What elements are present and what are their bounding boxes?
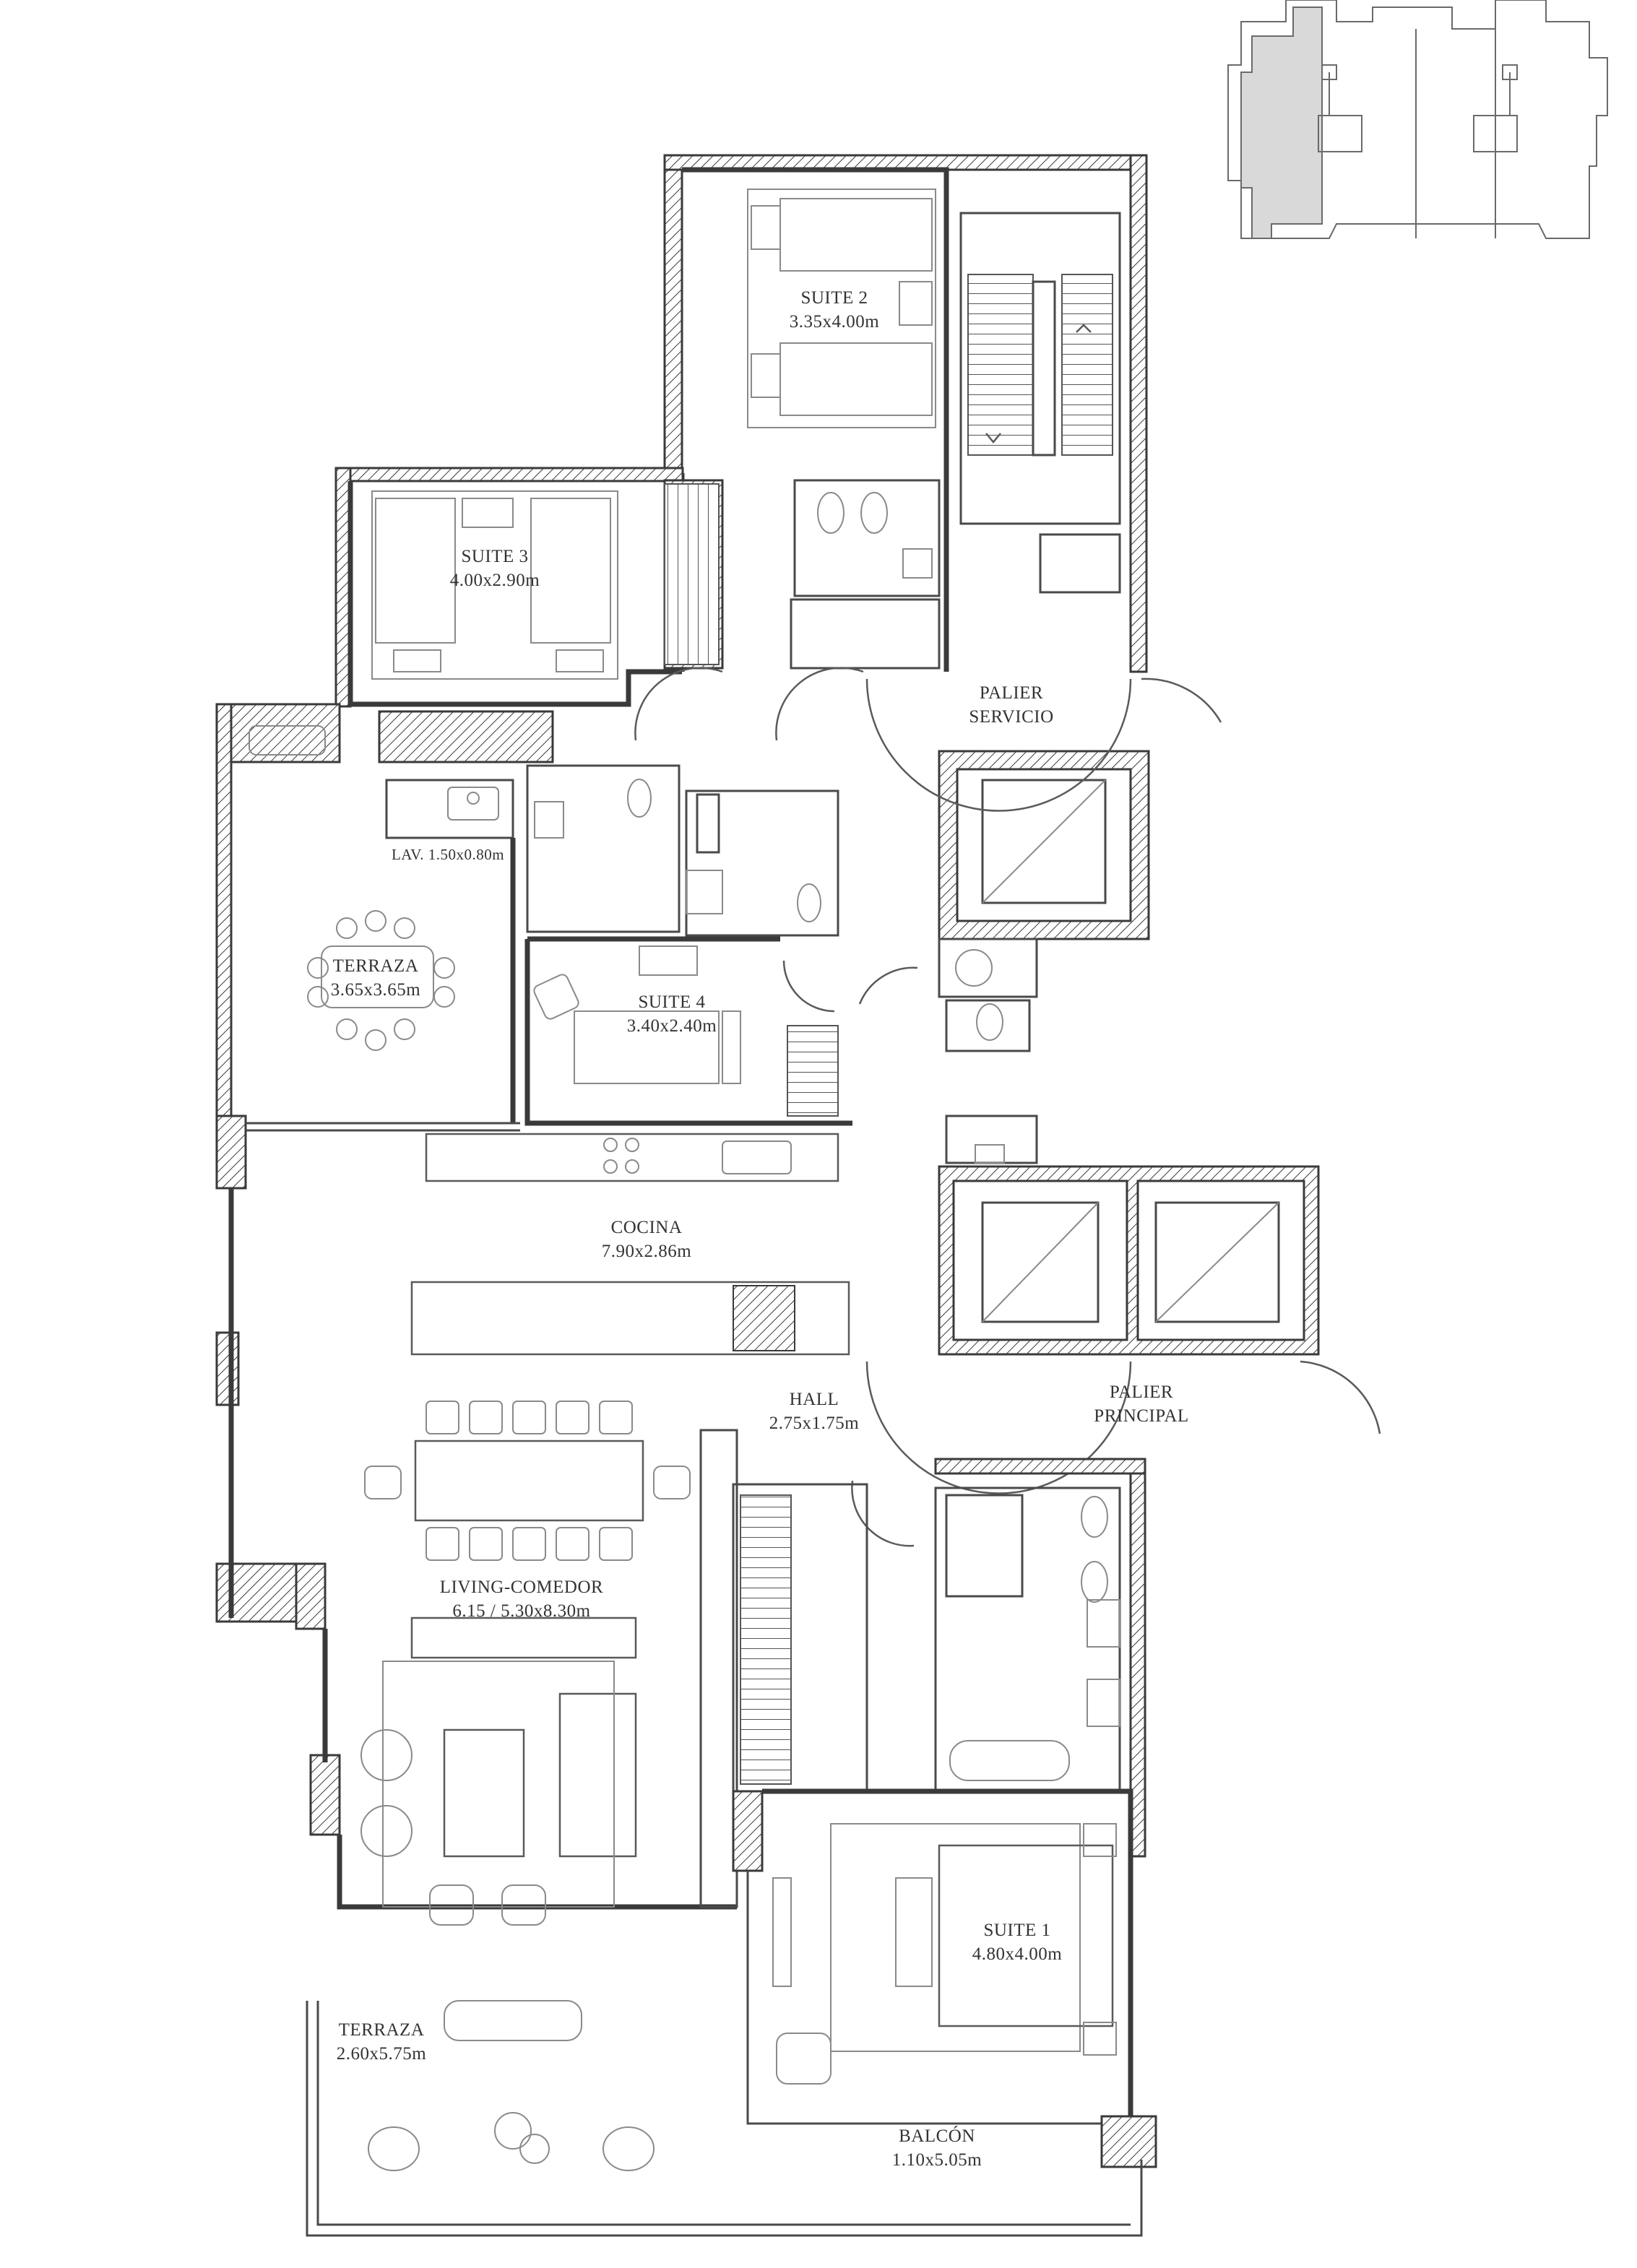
room-suite-1: SUITE 1 4.80x4.00m: [972, 1921, 1063, 1964]
room-name: TERRAZA: [339, 2020, 425, 2040]
dining-table: [364, 1401, 691, 1561]
room-name: TERRAZA: [333, 956, 419, 976]
door-swings: [634, 667, 1381, 1547]
room-suite-4: SUITE 4 3.40x2.40m: [627, 992, 717, 1036]
room-size: 6.15 / 5.30x8.30m: [452, 1601, 590, 1621]
room-terraza-1: TERRAZA 3.65x3.65m: [331, 956, 421, 1000]
room-size: PRINCIPAL: [1094, 1406, 1188, 1426]
room-terraza-2: TERRAZA 2.60x5.75m: [337, 2020, 427, 2064]
room-name: BALCÓN: [899, 2126, 975, 2146]
main-elevators: [938, 1165, 1320, 1356]
suite-2-bathroom: [790, 479, 941, 670]
room-balcon: BALCÓN 1.10x5.05m: [892, 2126, 982, 2170]
terraza-1-walls: [215, 703, 554, 1125]
service-stairs: [959, 212, 1121, 594]
room-size: 1.10x5.05m: [892, 2150, 982, 2170]
room-name: SUITE 2: [800, 288, 868, 308]
room-size: 2.60x5.75m: [337, 2044, 427, 2064]
room-name: LAV. 1.50x0.80m: [392, 846, 504, 863]
suite-4-closet: [787, 1025, 839, 1117]
room-suite-3: SUITE 3 4.00x2.90m: [450, 547, 540, 590]
suite-2-furniture: [747, 189, 936, 428]
main-outer-walls: [215, 1114, 737, 1910]
room-name: HALL: [790, 1390, 839, 1409]
suite-3-closet: [664, 483, 720, 665]
room-size: 7.90x2.86m: [602, 1242, 692, 1261]
room-palier-principal: PALIER PRINCIPAL: [1094, 1382, 1188, 1426]
living-furniture: [360, 1429, 738, 1926]
room-cocina: COCINA 7.90x2.86m: [602, 1218, 692, 1261]
room-size: 2.75x1.75m: [769, 1414, 860, 1433]
suite-1-walls: [732, 1788, 1157, 2168]
room-name: LIVING-COMEDOR: [440, 1577, 603, 1597]
room-size: 4.00x2.90m: [450, 571, 540, 590]
room-name: SUITE 3: [461, 547, 528, 566]
central-bathrooms: [526, 764, 839, 937]
key-plan-highlighted-unit: [1240, 7, 1323, 239]
room-hall: HALL 2.75x1.75m: [769, 1390, 860, 1433]
room-size: SERVICIO: [969, 707, 1053, 727]
terraza-1-furniture: [307, 910, 455, 1051]
hall-closet: [732, 1483, 868, 1793]
room-name: SUITE 1: [983, 1921, 1050, 1940]
room-size: 3.40x2.40m: [627, 1016, 717, 1036]
room-suite-2: SUITE 2 3.35x4.00m: [790, 288, 880, 332]
room-name: COCINA: [611, 1218, 683, 1237]
terraza-2: [306, 2000, 1143, 2237]
suite-1-bathroom: [934, 1458, 1146, 1858]
suite-2-walls: [663, 154, 1148, 673]
room-size: 3.65x3.65m: [331, 980, 421, 1000]
room-lavadero: LAV. 1.50x0.80m: [392, 846, 504, 863]
room-name: PALIER: [1110, 1382, 1173, 1402]
kitchen-counter: [425, 1133, 839, 1182]
suite-3-furniture: [371, 490, 618, 680]
room-name: PALIER: [980, 683, 1043, 703]
room-living-comedor: LIVING-COMEDOR 6.15 / 5.30x8.30m: [440, 1577, 603, 1621]
suite-4-walls: [510, 838, 852, 1126]
service-elevator: [938, 750, 1150, 940]
room-size: 4.80x4.00m: [972, 1944, 1063, 1964]
room-size: 3.35x4.00m: [790, 312, 880, 332]
suite-4-furniture: [533, 945, 741, 1084]
key-plan: [1227, 0, 1608, 239]
suite-1-furniture: [772, 1823, 1117, 2085]
room-palier-servicio: PALIER SERVICIO: [969, 683, 1053, 727]
lavadero: [385, 779, 514, 839]
kitchen-island: [410, 1281, 850, 1356]
core-small-rooms: [938, 938, 1038, 1164]
room-name: SUITE 4: [638, 992, 705, 1012]
